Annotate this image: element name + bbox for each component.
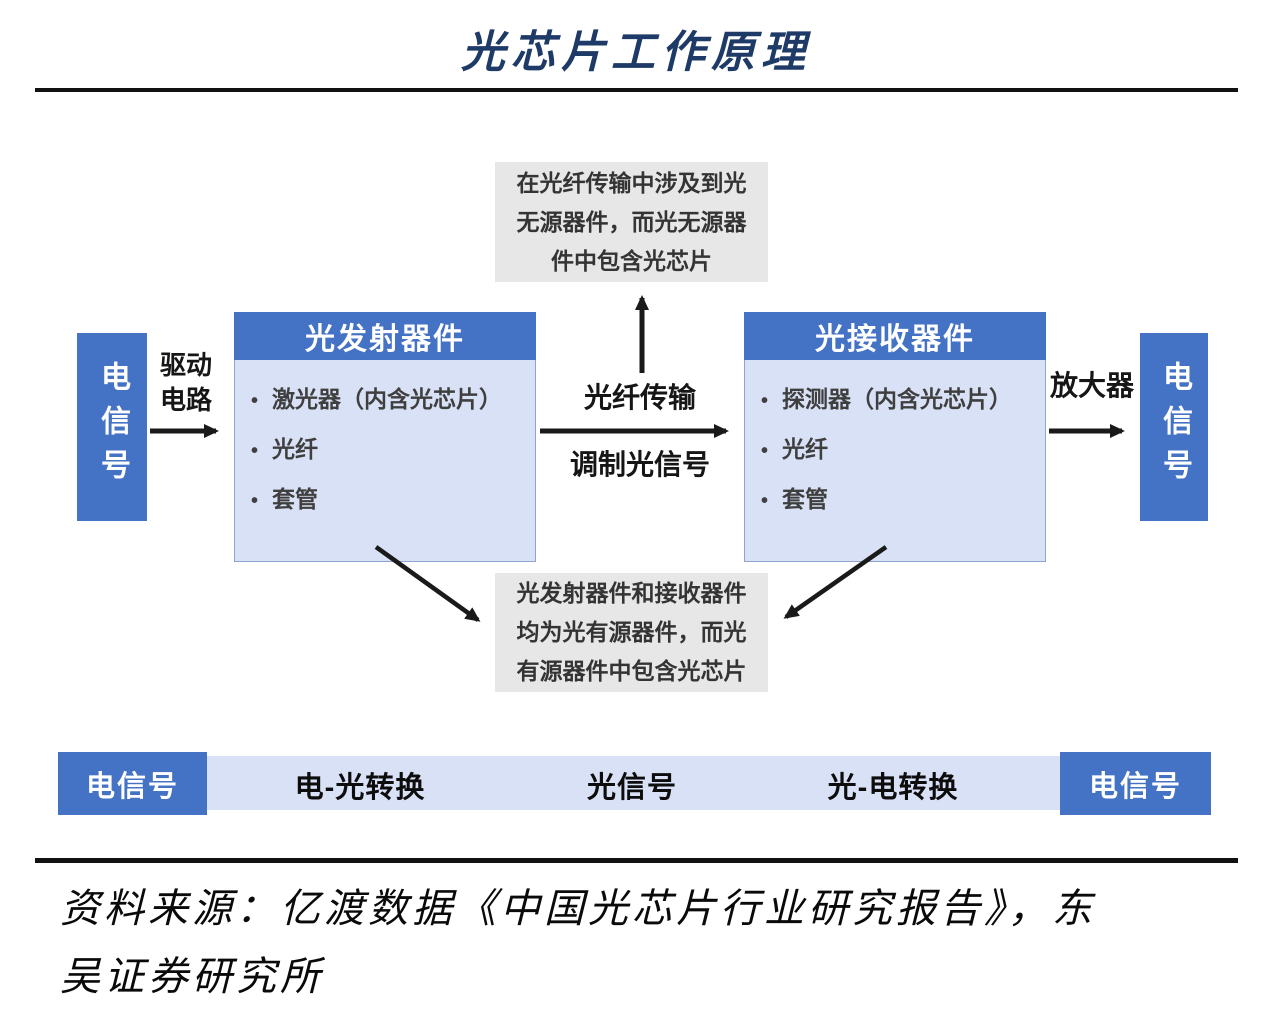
transmitter-panel-body: •激光器（内含光芯片） •光纤 •套管: [234, 360, 536, 562]
note-line: 在光纤传输中涉及到光: [516, 169, 747, 196]
electrical-signal-input-label: 电信号: [96, 361, 129, 493]
electrical-signal-output-label: 电信号: [1158, 361, 1191, 493]
note-line: 件中包含光芯片: [551, 247, 712, 274]
list-item: •激光器（内含光芯片）: [251, 384, 535, 416]
list-item: •套管: [761, 484, 1045, 516]
bullet-icon: •: [251, 390, 259, 412]
transmitter-panel-title: 光发射器件: [234, 312, 536, 360]
source-line-2: 吴证券研究所: [60, 954, 324, 1000]
flow-bar-track: [60, 756, 1211, 810]
note-line: 有源器件中包含光芯片: [516, 658, 747, 684]
flow-bar-left-cap: 电信号: [58, 752, 207, 815]
bullet-icon: •: [761, 490, 769, 512]
modulated-optical-signal-label: 调制光信号: [569, 449, 710, 480]
list-item: •探测器（内含光芯片）: [761, 384, 1045, 416]
list-item: •光纤: [251, 434, 535, 466]
electrical-signal-input-box: 电信号: [77, 333, 147, 521]
title-divider: [35, 88, 1238, 92]
bullet-icon: •: [251, 490, 259, 512]
receiver-items: •探测器（内含光芯片） •光纤 •套管: [761, 384, 1045, 516]
receiver-panel: 光接收器件 •探测器（内含光芯片） •光纤 •套管: [744, 312, 1046, 562]
amplifier-label: 放大器: [1049, 370, 1134, 401]
transmitter-panel: 光发射器件 •激光器（内含光芯片） •光纤 •套管: [234, 312, 536, 562]
bullet-icon: •: [761, 440, 769, 462]
list-item: •光纤: [761, 434, 1045, 466]
flow-stage-optical-signal: 光信号: [586, 772, 677, 804]
note-line: 无源器件，而光无源器: [516, 208, 747, 235]
bullet-icon: •: [251, 440, 259, 462]
flow-stage-electric-to-optic: 电-光转换: [294, 772, 426, 804]
note-line: 均为光有源器件，而光: [516, 619, 747, 645]
receiver-panel-body: •探测器（内含光芯片） •光纤 •套管: [744, 360, 1046, 562]
flow-bar-right-cap: 电信号: [1060, 752, 1211, 815]
transmitter-items: •激光器（内含光芯片） •光纤 •套管: [251, 384, 535, 516]
electrical-signal-output-box: 电信号: [1140, 333, 1208, 521]
drive-circuit-label: 驱动 电路: [159, 350, 212, 415]
passive-components-note: 在光纤传输中涉及到光 无源器件，而光无源器 件中包含光芯片: [495, 162, 768, 282]
note-line: 光发射器件和接收器件: [516, 580, 747, 606]
bullet-icon: •: [761, 390, 769, 412]
page-title: 光芯片工作原理: [461, 27, 811, 78]
fiber-transmission-label: 光纤传输: [583, 382, 696, 413]
source-divider: [35, 858, 1238, 863]
source-line-1: 资料来源：亿渡数据《中国光芯片行业研究报告》，东: [60, 886, 1096, 932]
flow-stage-optic-to-electric: 光-电转换: [827, 772, 959, 804]
list-item: •套管: [251, 484, 535, 516]
receiver-panel-title: 光接收器件: [744, 312, 1046, 360]
active-components-note: 光发射器件和接收器件 均为光有源器件，而光 有源器件中包含光芯片: [495, 573, 768, 692]
